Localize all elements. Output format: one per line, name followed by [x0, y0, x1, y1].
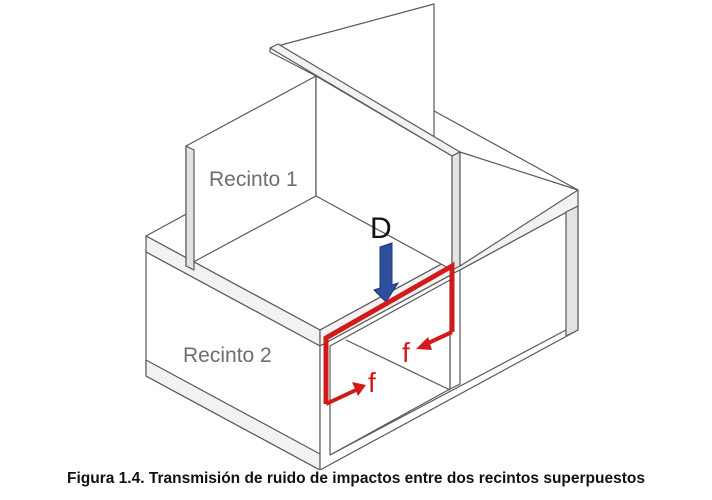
load-label: D: [370, 212, 392, 245]
lower-wall-right-end: [565, 205, 579, 337]
upper-partition-end: [451, 151, 461, 271]
impact-noise-diagram: Recinto 1 Recinto 2 D f f: [145, 3, 579, 470]
transmission-path: [323, 261, 455, 404]
figure-caption: Figura 1.4. Transmisión de ruido de impa…: [67, 470, 645, 487]
upper-wall-back-left-edge: [185, 145, 195, 271]
lower-inner-line: [345, 339, 451, 391]
force-arrow-right-head: [416, 337, 432, 350]
lower-partition-face: [329, 279, 451, 456]
room-lower-label: Recinto 2: [183, 344, 272, 367]
lower-floor-band-left: [145, 359, 321, 470]
lower-wall-left: [145, 251, 321, 470]
force-arrow-left-head: [352, 382, 366, 396]
room-upper-label: Recinto 1: [209, 168, 298, 191]
lower-floor-line: [329, 329, 567, 456]
force-arrow-left-shaft: [325, 388, 357, 406]
load-arrow: [373, 242, 400, 303]
force-label-right: f: [402, 337, 410, 368]
upper-floor-right: [459, 151, 579, 267]
force-label-left: f: [368, 367, 376, 398]
